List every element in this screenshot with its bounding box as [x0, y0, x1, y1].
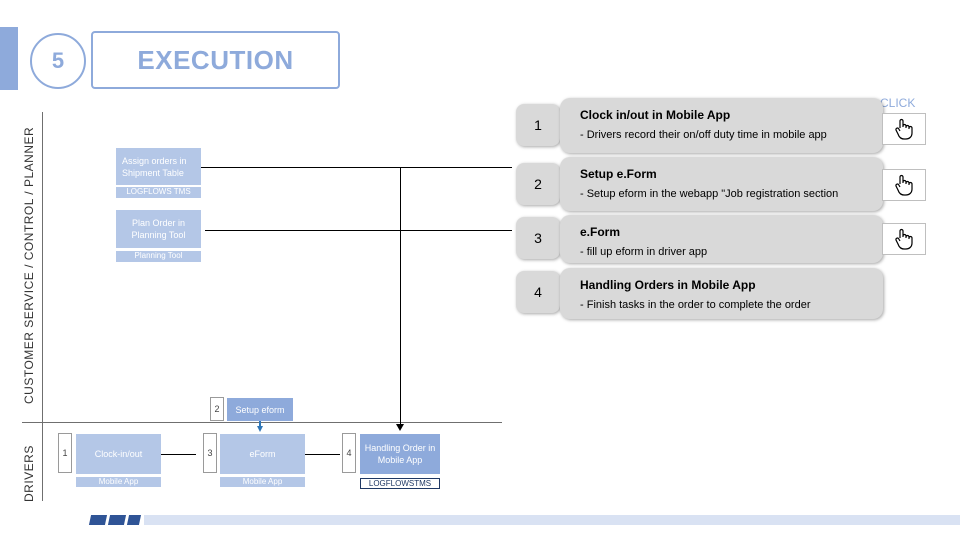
- arrow-setup-to-eform: [257, 426, 263, 432]
- flow-line-eform-to-handling: [305, 454, 340, 455]
- task-assign-orders: Assign orders in Shipment Table: [116, 148, 201, 185]
- arrow-to-handling: [396, 424, 404, 431]
- step-3-click-button[interactable]: [882, 223, 926, 255]
- step-1-panel: Clock in/out in Mobile App - Drivers rec…: [560, 98, 883, 153]
- driver-task-3-number: 3: [203, 433, 217, 473]
- flow-line-assign: [201, 167, 512, 168]
- hand-pointer-icon: [895, 118, 913, 140]
- step-4-number: 4: [516, 271, 560, 313]
- driver-task-1-number: 1: [58, 433, 72, 473]
- swimlane-left-border: [42, 112, 43, 501]
- header-accent-bar: [0, 27, 18, 90]
- click-label: CLICK: [880, 96, 916, 110]
- step-3-desc: - fill up eform in driver app: [580, 246, 708, 258]
- step-3-panel: e.Form - fill up eform in driver app: [560, 215, 883, 263]
- driver-task-4-number: 4: [342, 433, 356, 473]
- task-plan-order: Plan Order in Planning Tool: [116, 210, 201, 248]
- swimlane-divider: [22, 422, 502, 423]
- step-1-desc: - Drivers record their on/off duty time …: [580, 129, 827, 141]
- step-3-title: e.Form: [580, 225, 621, 239]
- step-1-title: Clock in/out in Mobile App: [580, 108, 731, 122]
- step-1-click-button[interactable]: [882, 113, 926, 145]
- flow-line-setup: [259, 421, 261, 427]
- flow-line-clock-to-eform: [161, 454, 196, 455]
- task-handling-order: Handling Order in Mobile App: [360, 434, 440, 474]
- task-handling-order-system: LOGFLOWSTMS: [360, 478, 440, 489]
- step-2-desc: - Setup eform in the webapp "Job registr…: [580, 188, 839, 200]
- lane-label-planner: CUSTOMER SERVICE / CONTROL / PLANNER: [22, 126, 36, 404]
- lane-label-drivers: DRIVERS: [22, 445, 36, 502]
- task-plan-order-system: Planning Tool: [116, 251, 201, 262]
- step-3-number: 3: [516, 217, 560, 259]
- section-title: EXECUTION: [91, 31, 340, 89]
- task-setup-eform: Setup eform: [227, 398, 293, 421]
- task-clock-in-out: Clock-in/out: [76, 434, 161, 474]
- task-eform-system: Mobile App: [220, 477, 305, 487]
- hand-pointer-icon: [895, 228, 913, 250]
- task-assign-orders-system: LOGFLOWS TMS: [116, 187, 201, 198]
- step-1-number: 1: [516, 104, 560, 146]
- footer-square-3: [126, 515, 142, 525]
- flow-line-to-handling: [400, 167, 401, 425]
- step-2-click-button[interactable]: [882, 169, 926, 201]
- step-4-title: Handling Orders in Mobile App: [580, 278, 756, 292]
- step-4-panel: Handling Orders in Mobile App - Finish t…: [560, 268, 883, 319]
- task-eform: eForm: [220, 434, 305, 474]
- step-4-desc: - Finish tasks in the order to complete …: [580, 299, 811, 311]
- flow-line-plan: [205, 230, 512, 231]
- step-2-number: 2: [516, 163, 560, 205]
- setup-number: 2: [210, 397, 224, 421]
- hand-pointer-icon: [895, 174, 913, 196]
- section-number-badge: 5: [30, 33, 86, 89]
- footer-square-1: [88, 515, 108, 525]
- step-2-panel: Setup e.Form - Setup eform in the webapp…: [560, 157, 883, 211]
- footer-square-2: [107, 515, 127, 525]
- step-2-title: Setup e.Form: [580, 167, 657, 181]
- footer-bar: [144, 515, 960, 525]
- task-clock-in-out-system: Mobile App: [76, 477, 161, 487]
